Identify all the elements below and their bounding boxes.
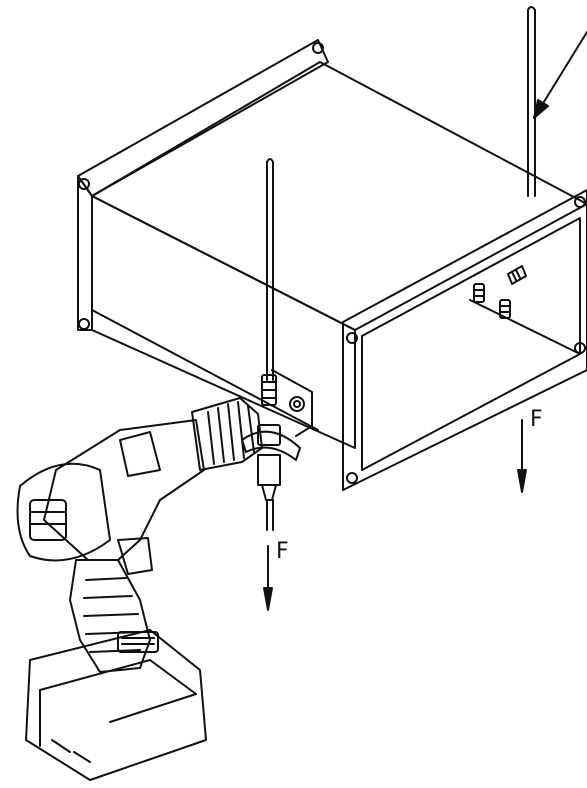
force-arrow-right	[517, 419, 527, 493]
force-label-left: F	[276, 539, 289, 564]
force-label-right: F	[530, 407, 543, 432]
hanger-bracket	[241, 158, 313, 531]
callout-pointer	[533, 31, 587, 119]
cordless-drill	[16, 397, 263, 781]
rear-threaded-rod	[527, 6, 536, 197]
anchor-bolts	[473, 265, 527, 319]
rectangular-duct	[77, 39, 587, 491]
force-arrow-left	[263, 545, 273, 611]
